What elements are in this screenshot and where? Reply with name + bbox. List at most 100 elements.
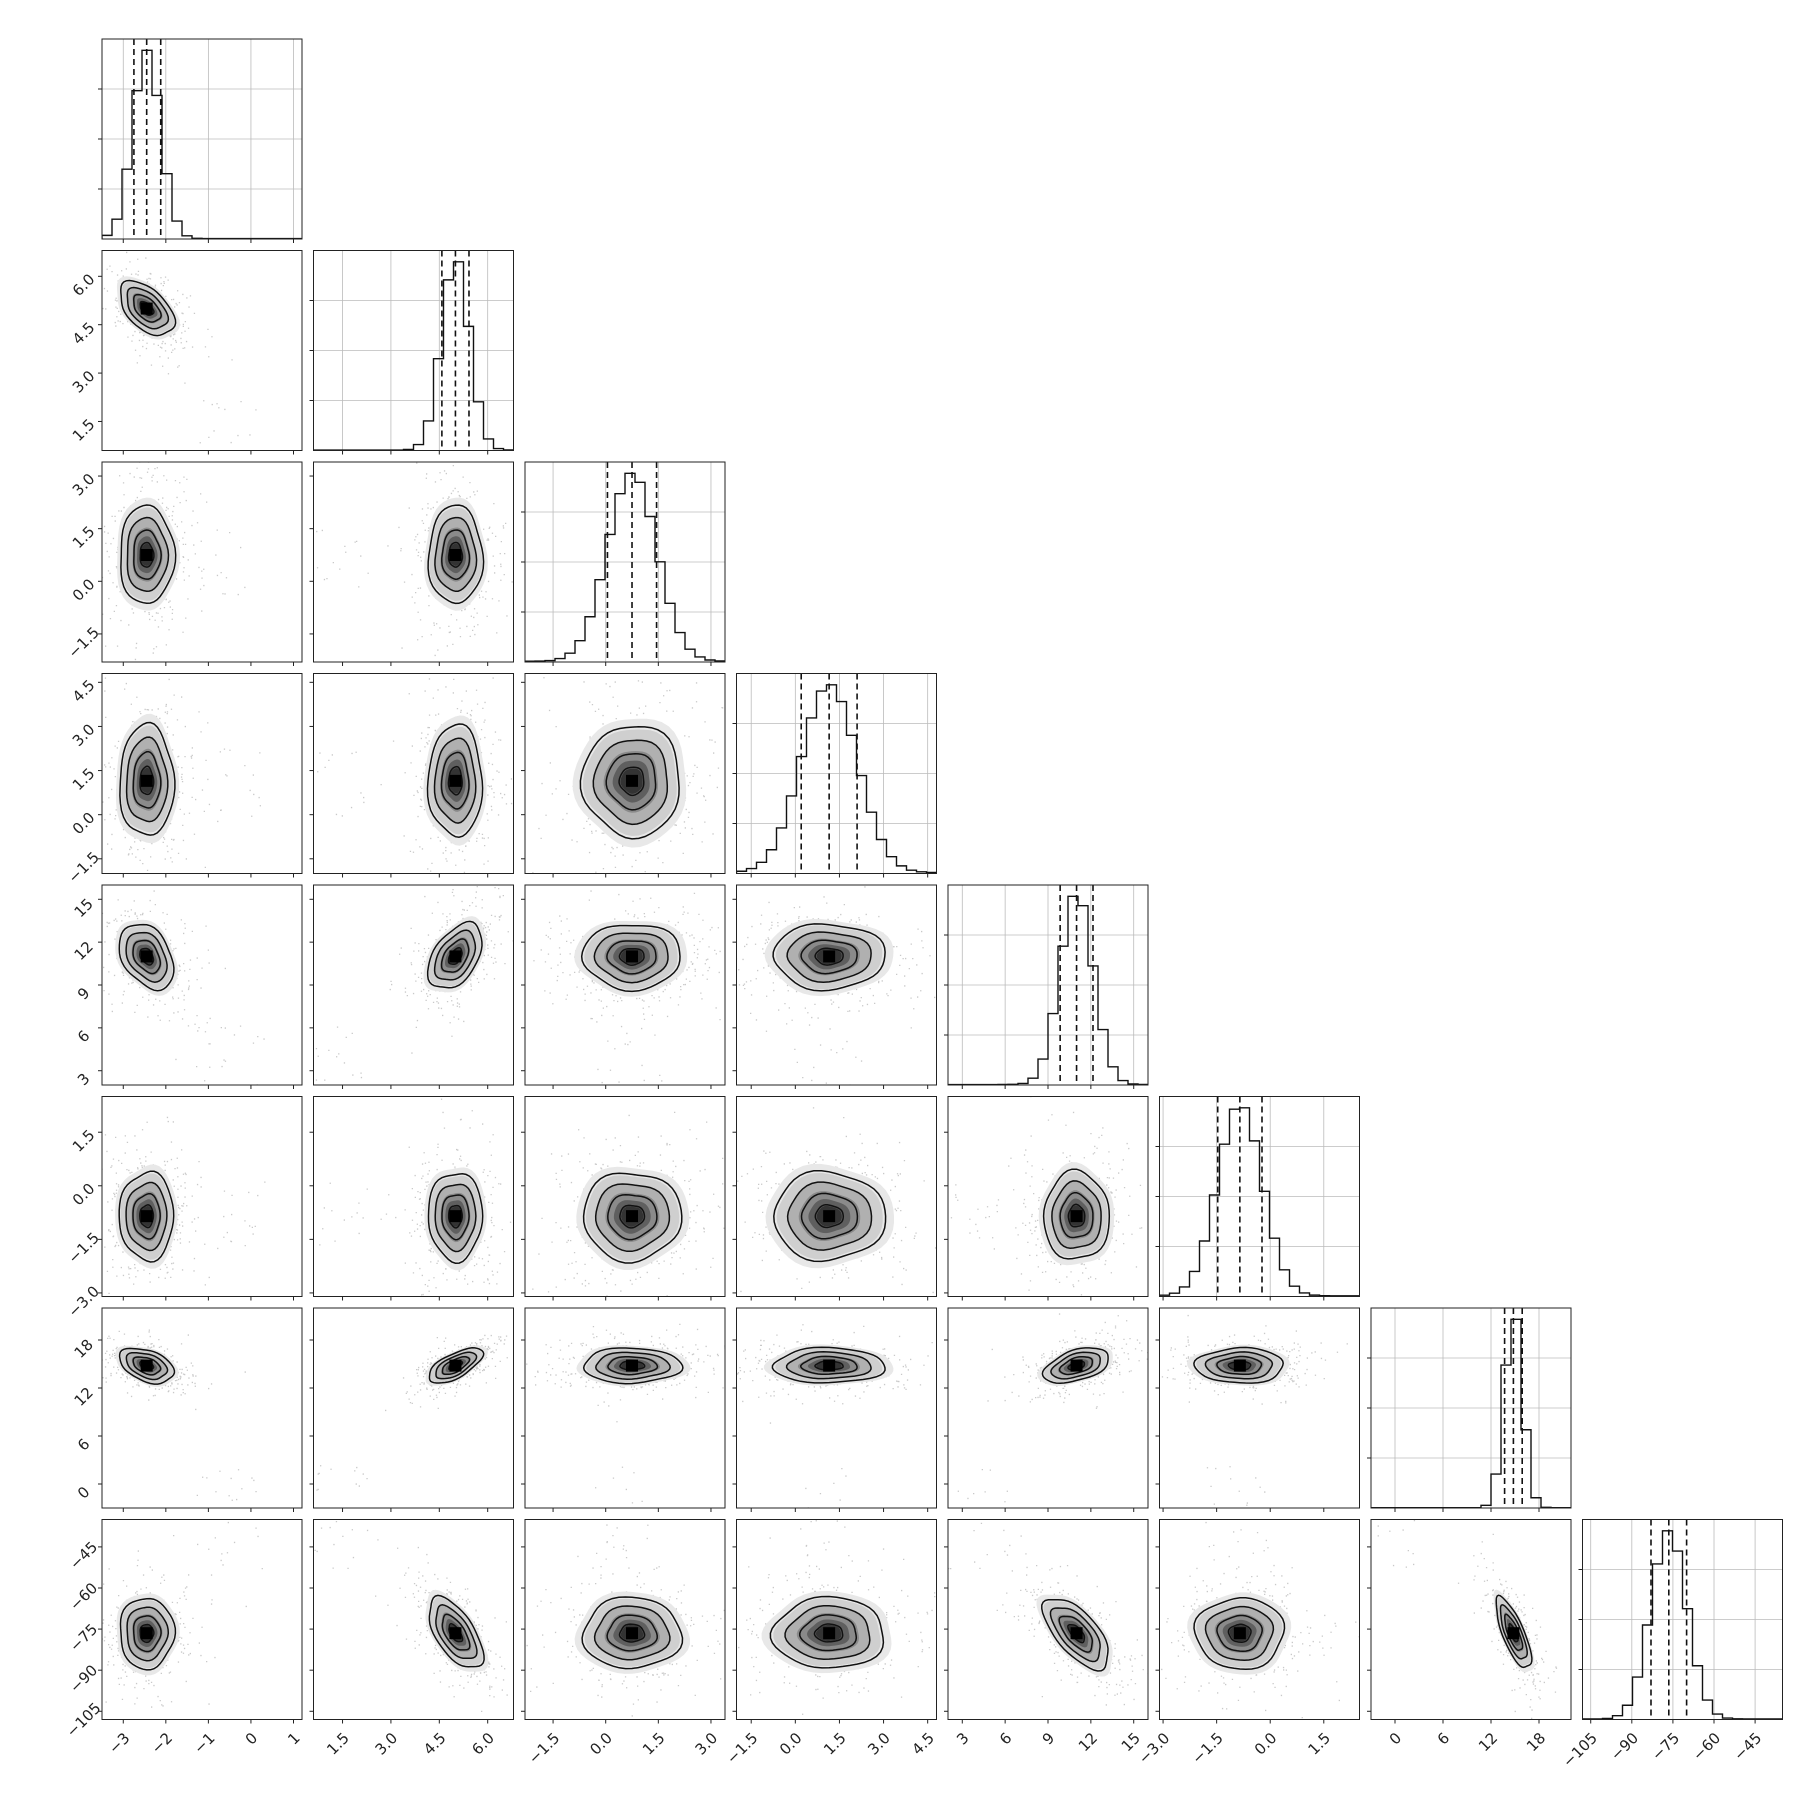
contour-2	[786, 931, 872, 984]
panel-1-0: 1.53.04.56.0	[69, 250, 303, 455]
x-tick-label: 6	[1434, 1729, 1453, 1748]
panel-content	[525, 462, 725, 662]
scatter-points	[315, 886, 514, 1081]
contour-0	[1227, 1623, 1252, 1643]
contour-1	[1216, 1355, 1263, 1376]
scatter-points	[319, 1098, 512, 1296]
scatter-points	[1371, 1519, 1558, 1720]
density-peak	[140, 1359, 153, 1372]
y-tick-label: 18	[71, 1336, 97, 1362]
panel-2-2	[521, 461, 726, 666]
panel-6-6	[1367, 1307, 1572, 1512]
contour-1	[440, 938, 470, 973]
panel-6-3	[732, 1307, 937, 1512]
density-peak	[449, 1359, 462, 1372]
panel-6-1	[309, 1307, 514, 1512]
y-tick-label: 0.0	[69, 1180, 99, 1210]
contour-3	[427, 504, 485, 605]
y-tick-label: 6	[74, 1435, 93, 1454]
density-peak	[140, 548, 153, 561]
density-peak	[1070, 1627, 1083, 1640]
contour-1	[606, 1614, 658, 1652]
contour-1	[606, 940, 657, 975]
panel-content	[102, 1329, 257, 1501]
contour-3	[426, 723, 484, 838]
contour-0	[618, 947, 645, 966]
contour-3	[1042, 1168, 1111, 1260]
contour-0	[139, 765, 155, 796]
contour-2	[434, 1183, 477, 1253]
panel-frame	[313, 461, 514, 663]
contour-1	[441, 1613, 471, 1651]
y-tick-label: 4.5	[69, 676, 99, 706]
density-peak	[626, 950, 639, 963]
panel-content	[319, 1098, 512, 1296]
panel-content	[1371, 1519, 1558, 1720]
contour-2	[1499, 1603, 1528, 1660]
panel-frame	[101, 1307, 303, 1509]
contour-3	[428, 1594, 485, 1668]
density-peak	[1233, 1359, 1246, 1372]
x-tick-label: 1	[284, 1729, 303, 1748]
panel-frame	[1370, 1519, 1572, 1720]
contour-2	[592, 739, 669, 826]
contour-0	[447, 1204, 463, 1229]
y-tick-label: 3.0	[69, 367, 99, 397]
contour-3	[427, 1173, 484, 1264]
contour-3	[582, 1347, 684, 1385]
panel-content	[737, 1324, 933, 1508]
contour-1	[132, 1192, 161, 1240]
panel-content	[102, 1521, 263, 1708]
panel-content	[948, 885, 1148, 1085]
panel-content	[950, 1096, 1143, 1297]
contour-3	[773, 1169, 887, 1263]
contour-3	[582, 1172, 683, 1264]
x-tick-label: −1.5	[1188, 1729, 1226, 1767]
y-tick-label: −1.5	[64, 1229, 102, 1267]
x-tick-label: 1.5	[1304, 1729, 1334, 1759]
y-tick-label: −3.0	[64, 1282, 102, 1320]
y-tick-label: −60	[66, 1579, 101, 1614]
x-tick-label: 0.0	[1251, 1729, 1281, 1759]
panel-frame	[313, 673, 514, 874]
y-tick-label: −105	[63, 1699, 105, 1741]
panel-5-4	[944, 1096, 1149, 1301]
panel-content	[948, 1519, 1148, 1706]
contour-2	[1049, 1607, 1101, 1663]
contour-1	[1216, 1614, 1263, 1652]
x-tick-label: 9	[1039, 1729, 1058, 1748]
panel-frame	[1159, 1519, 1360, 1720]
x-tick-label: 6	[996, 1729, 1015, 1748]
contour-0	[618, 766, 645, 797]
contour-0	[814, 1360, 844, 1371]
panel-frame	[524, 1307, 726, 1509]
contour-3	[1193, 1346, 1284, 1384]
contour-1	[607, 1356, 659, 1376]
x-tick-label: −60	[1689, 1729, 1724, 1764]
y-tick-label: −45	[66, 1538, 101, 1573]
x-tick-label: 0	[242, 1729, 261, 1748]
histogram-step-2	[525, 472, 725, 662]
x-tick-label: −1	[190, 1729, 218, 1757]
histogram-step-5	[1159, 1107, 1360, 1297]
scatter-points	[316, 1334, 508, 1491]
density-peak	[1070, 1359, 1083, 1372]
contour-3	[118, 1170, 175, 1263]
panel-content	[736, 673, 937, 874]
contour-1	[1058, 1356, 1094, 1376]
contour-0	[618, 1623, 646, 1643]
panel-3-1	[309, 673, 514, 878]
density-peak	[140, 1210, 153, 1223]
panel-5-2	[521, 1096, 726, 1301]
contour-2	[594, 1183, 671, 1253]
y-tick-label: 1.5	[69, 1126, 99, 1156]
x-tick-label: 4.5	[908, 1729, 938, 1759]
contour-1	[1059, 1191, 1094, 1239]
panel-0-0	[98, 38, 303, 243]
density-peak	[823, 1359, 836, 1372]
